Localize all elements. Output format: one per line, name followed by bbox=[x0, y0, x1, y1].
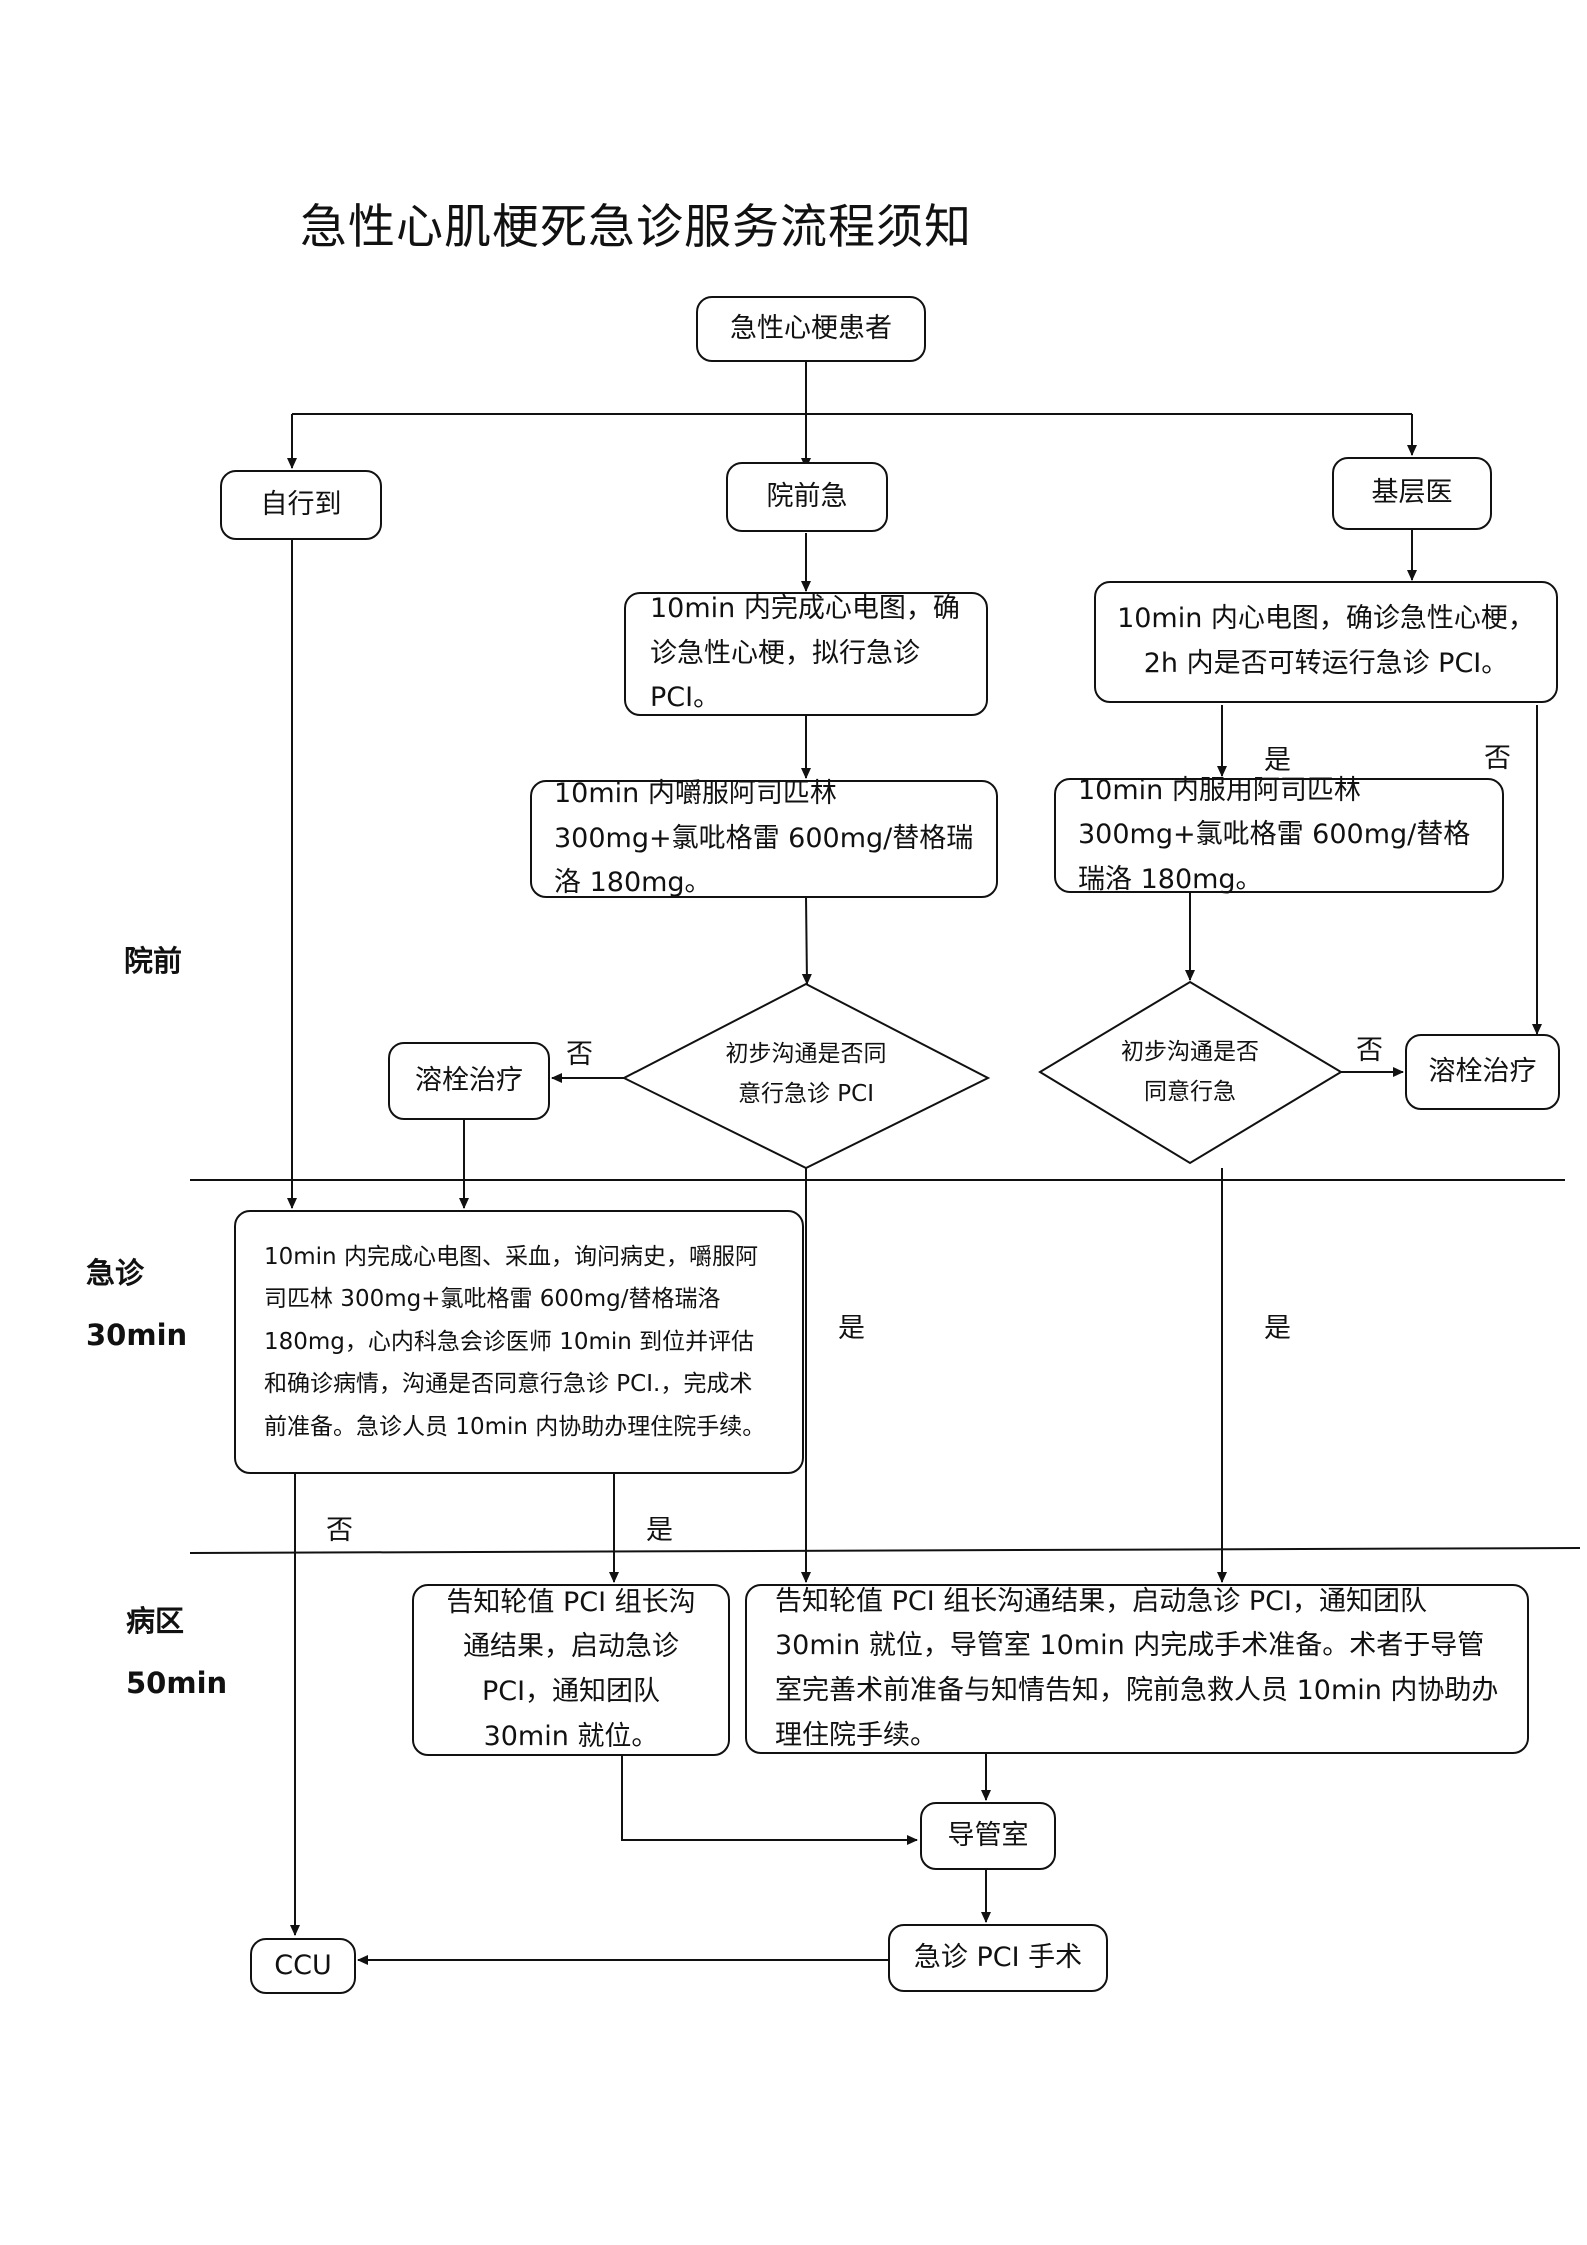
drug-primary-box: 10min 内服用阿司匹林 300mg+氯吡格雷 600mg/替格瑞洛 180m… bbox=[1054, 775, 1504, 895]
drug-prehospital-box: 10min 内嚼服阿司匹林 300mg+氯吡格雷 600mg/替格瑞洛 180m… bbox=[530, 778, 998, 898]
self-arrival-box: 自行到 bbox=[220, 470, 382, 540]
label-no-er: 否 bbox=[326, 1515, 353, 1546]
label-no-primary-ecg: 否 bbox=[1484, 743, 1511, 774]
decision-diamond-primary bbox=[1038, 980, 1343, 1165]
notify-right-box: 告知轮值 PCI 组长沟通结果，启动急诊 PCI，通知团队 30min 就位，导… bbox=[745, 1584, 1529, 1754]
emergency-pci-box: 急诊 PCI 手术 bbox=[888, 1924, 1108, 1992]
thrombolysis-left-box: 溶栓治疗 bbox=[388, 1042, 550, 1120]
primary-care-box: 基层医 bbox=[1332, 457, 1492, 530]
ecg-primary-box: 10min 内心电图，确诊急性心梗，2h 内是否可转运行急诊 PCI。 bbox=[1094, 581, 1558, 703]
ecg-prehospital-box: 10min 内完成心电图，确诊急性心梗，拟行急诊 PCI。 bbox=[624, 592, 988, 716]
section-label-ward: 病区 bbox=[126, 1604, 185, 1638]
decision-primary-text: 初步沟通是否同意行急 bbox=[1121, 1039, 1259, 1106]
divider-er-ward bbox=[189, 1547, 1581, 1554]
decision-diamond-prehospital bbox=[621, 982, 991, 1170]
section-label-emergency: 急诊 bbox=[86, 1256, 145, 1290]
section-time-emergency: 30min bbox=[86, 1318, 188, 1352]
patient-box: 急性心梗患者 bbox=[696, 296, 926, 362]
er-workup-box: 10min 内完成心电图、采血，询问病史，嚼服阿司匹林 300mg+氯吡格雷 6… bbox=[234, 1210, 804, 1474]
label-yes-primary-column: 是 bbox=[1264, 1313, 1291, 1344]
section-label-prehospital: 院前 bbox=[124, 944, 183, 978]
cath-lab-box: 导管室 bbox=[920, 1802, 1056, 1870]
label-yes-primary-ecg: 是 bbox=[1264, 745, 1291, 776]
label-yes-er: 是 bbox=[646, 1515, 673, 1546]
label-no-prehospital-decision: 否 bbox=[566, 1039, 593, 1070]
decision-prehospital-text: 初步沟通是否同意行急诊 PCI bbox=[725, 1041, 887, 1108]
section-time-ward: 50min bbox=[126, 1666, 228, 1700]
label-yes-prehospital-column: 是 bbox=[838, 1313, 865, 1344]
notify-left-box: 告知轮值 PCI 组长沟通结果，启动急诊 PCI，通知团队 30min 就位。 bbox=[412, 1584, 730, 1756]
page-title: 急性心肌梗死急诊服务流程须知 bbox=[300, 200, 972, 255]
prehospital-box: 院前急 bbox=[726, 462, 888, 532]
thrombolysis-right-box: 溶栓治疗 bbox=[1405, 1034, 1560, 1110]
label-no-primary-decision: 否 bbox=[1356, 1035, 1383, 1066]
ccu-box: CCU bbox=[250, 1938, 356, 1994]
